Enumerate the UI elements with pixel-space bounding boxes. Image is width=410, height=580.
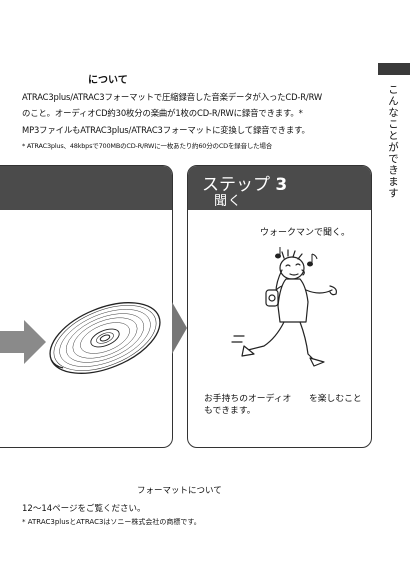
side-tab-label: こんなことができます: [387, 84, 399, 199]
audio-caption: お手持ちのオーディオ を楽しむこともできます。: [204, 394, 362, 416]
intro-line: のこと。オーディオCD約30枚分の楽曲が1枚のCD-R/RWに録音できます。*: [22, 108, 303, 118]
step-title: ステップ 3: [202, 175, 288, 195]
intro-line: MP3ファイルもATRAC3plus/ATRAC3フォーマットに変換して録音でき…: [22, 125, 310, 135]
step-subtitle: 聞く: [214, 194, 243, 209]
step-panel-left: [0, 165, 173, 448]
format-heading: フォーマットについて: [137, 486, 222, 496]
side-tab-marker: [378, 63, 410, 75]
right-arrow-icon: [172, 302, 187, 354]
cd-disc-icon: [49, 302, 161, 374]
step-panel-3: ステップ 3 聞く ウォークマンで聞く。: [187, 165, 372, 448]
panel-header: [188, 166, 371, 210]
page-reference: 12～14ページをご覧ください。: [22, 504, 146, 514]
right-arrow-icon: [0, 320, 46, 364]
trademark-note: * ATRAC3plusとATRAC3はソニー株式会社の商標です。: [22, 518, 201, 526]
intro-line: ATRAC3plus/ATRAC3フォーマットで圧縮録音した音楽データが入ったC…: [22, 92, 323, 102]
music-note-icon: [275, 247, 318, 267]
panel-header: [0, 166, 172, 210]
intro-heading: について: [88, 75, 128, 86]
walking-person-illustration: [231, 247, 337, 367]
intro-footnote: * ATRAC3plus、48kbpsで700MBのCD-R/RWに一枚あたり約…: [22, 142, 273, 150]
walkman-caption: ウォークマンで聞く。: [260, 228, 351, 238]
